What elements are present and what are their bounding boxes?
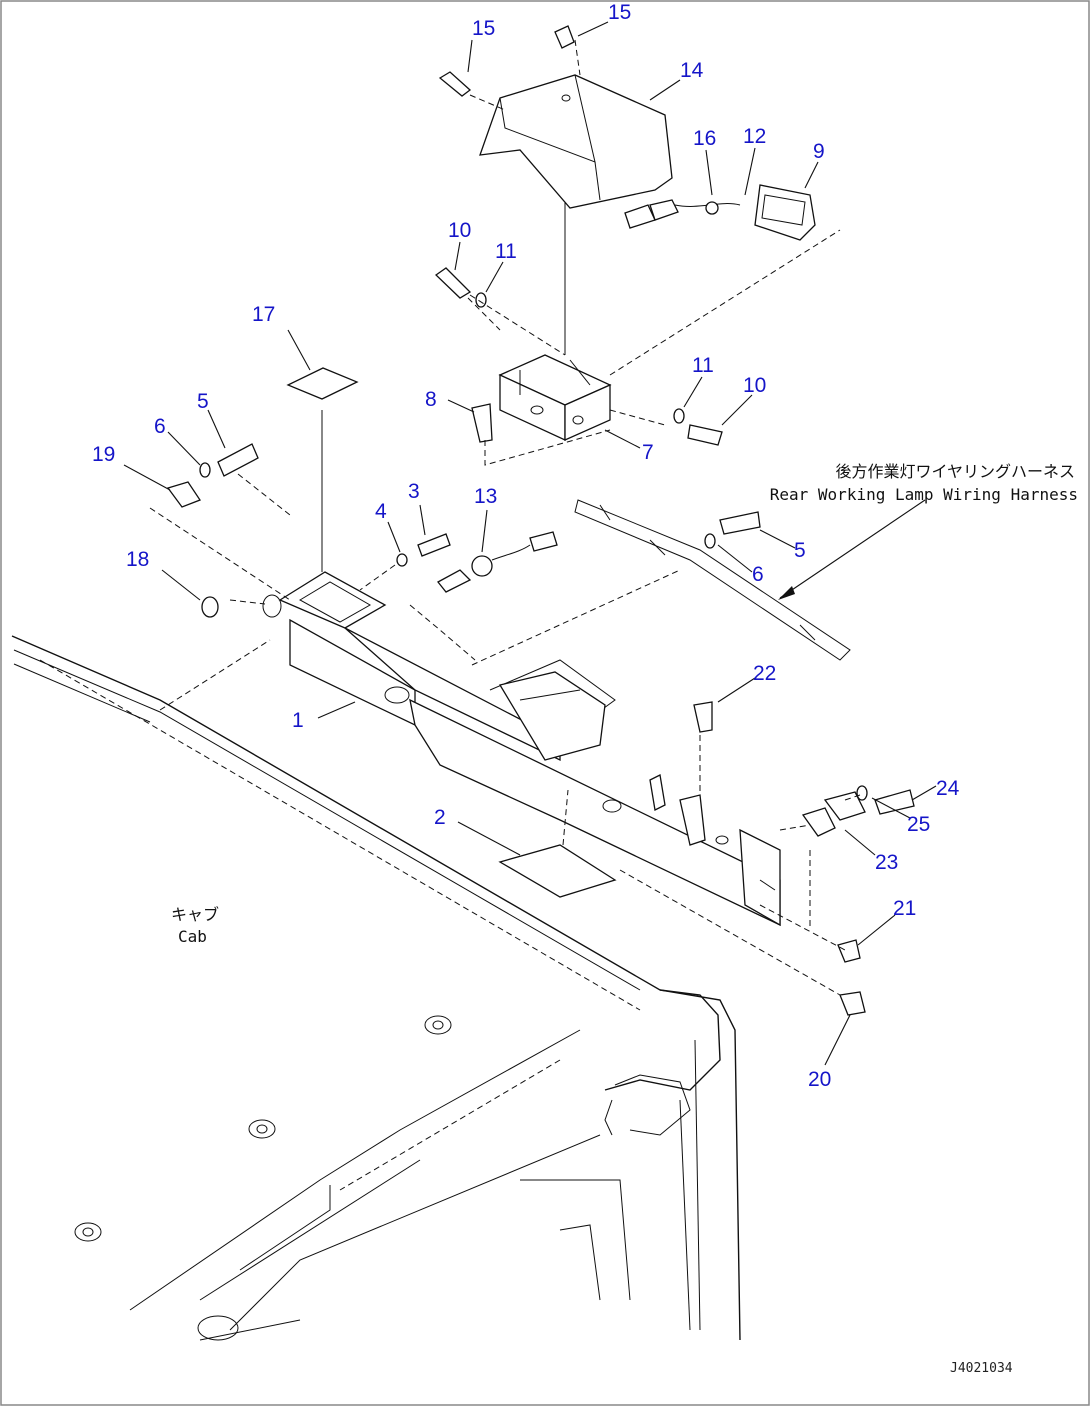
callout-23[interactable]: 23 (875, 851, 898, 874)
annotations: 後方作業灯ワイヤリングハーネス Rear Working Lamp Wiring… (171, 462, 1078, 1376)
clamp-19 (166, 481, 201, 508)
roof-fastener-2 (248, 1119, 276, 1139)
callout-21[interactable]: 21 (893, 897, 916, 920)
cab-label-en: Cab (178, 927, 207, 946)
roof-fastener-3 (74, 1222, 102, 1242)
washer-6-a (199, 462, 211, 478)
callout-15-a[interactable]: 15 (472, 17, 495, 40)
callout-19[interactable]: 19 (92, 443, 115, 466)
bolt-3 (417, 533, 451, 557)
cab-roof-drawing (11, 635, 741, 1341)
bolt-10-a (434, 267, 472, 299)
mount-block-7 (498, 354, 612, 442)
bolt-5-a (217, 443, 259, 477)
callout-6-a[interactable]: 6 (154, 415, 166, 438)
callout-3[interactable]: 3 (408, 480, 420, 503)
leader-lines (123, 21, 937, 1066)
washer-18 (201, 596, 219, 618)
callout-12[interactable]: 12 (743, 125, 766, 148)
callout-numbers: 15 15 14 16 12 9 10 11 17 11 10 8 7 5 6 … (92, 1, 960, 1091)
bolt-10-b (687, 424, 723, 446)
clip-20 (839, 991, 866, 1016)
clip-21 (837, 939, 861, 963)
bolt-24 (874, 789, 915, 815)
bolt-15-b (554, 25, 575, 49)
washer-11-a (475, 292, 487, 308)
label-sheet-17 (286, 367, 359, 400)
callout-15-b[interactable]: 15 (608, 1, 631, 24)
callout-16[interactable]: 16 (693, 127, 716, 150)
cab-label-ja: キャブ (171, 905, 219, 924)
washer-6-b (704, 533, 716, 549)
callout-9[interactable]: 9 (813, 140, 825, 163)
label-sheet-2b (498, 844, 617, 898)
callout-10-a[interactable]: 10 (448, 219, 471, 242)
callout-17[interactable]: 17 (252, 303, 275, 326)
callout-20[interactable]: 20 (808, 1068, 831, 1091)
callout-18[interactable]: 18 (126, 548, 149, 571)
callout-25[interactable]: 25 (907, 813, 930, 836)
connector-13 (437, 531, 558, 593)
washer-11-b (673, 408, 685, 424)
callout-1[interactable]: 1 (292, 709, 304, 732)
callout-10-b[interactable]: 10 (743, 374, 766, 397)
callout-7[interactable]: 7 (642, 441, 654, 464)
washer-4 (396, 553, 408, 567)
callout-11-a[interactable]: 11 (495, 240, 517, 263)
harness-label-ja: 後方作業灯ワイヤリングハーネス (835, 462, 1075, 481)
callout-2[interactable]: 2 (434, 806, 446, 829)
bolt-15-a (438, 71, 472, 97)
lamp-assembly (624, 184, 816, 241)
callout-11-b[interactable]: 11 (692, 354, 714, 377)
bolt-5-b (719, 511, 761, 535)
assembly-lines (149, 39, 861, 996)
bracket-assembly (262, 571, 781, 927)
roof-fastener-1 (424, 1015, 452, 1035)
washer-25 (856, 785, 868, 801)
callout-22[interactable]: 22 (753, 662, 776, 685)
drawing-number: J4021034 (950, 1361, 1013, 1376)
callout-5-b[interactable]: 5 (794, 539, 806, 562)
clamp-23 (801, 791, 866, 837)
callout-8[interactable]: 8 (425, 388, 437, 411)
rear-harness-drawing (574, 499, 926, 661)
callout-4[interactable]: 4 (375, 500, 387, 523)
harness-label-en: Rear Working Lamp Wiring Harness (770, 485, 1078, 504)
bolt-8 (471, 403, 493, 443)
callout-14[interactable]: 14 (680, 59, 704, 82)
callout-24[interactable]: 24 (936, 777, 960, 800)
callout-13[interactable]: 13 (474, 485, 497, 508)
callout-6-b[interactable]: 6 (752, 563, 764, 586)
callout-5-a[interactable]: 5 (197, 390, 209, 413)
cover-14 (479, 74, 673, 209)
bolt-22 (693, 701, 713, 733)
